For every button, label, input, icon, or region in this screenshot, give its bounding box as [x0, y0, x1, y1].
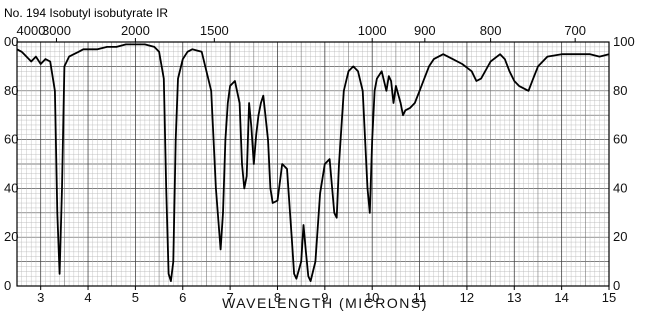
- x-tick-label: 8: [274, 290, 281, 305]
- left-tick-label: 0: [4, 278, 11, 293]
- left-tick-label: 00: [4, 34, 18, 49]
- top-tick-label: 700: [564, 23, 586, 38]
- top-tick-label: 2000: [121, 23, 150, 38]
- right-tick-label: 40: [613, 180, 627, 195]
- x-tick-label: 6: [179, 290, 186, 305]
- spectrum-line: [16, 43, 610, 282]
- right-y-axis: 100 80 60 40 20 0: [613, 34, 635, 293]
- top-tick-label: 1500: [200, 23, 229, 38]
- x-tick-label: 5: [132, 290, 139, 305]
- left-y-axis: 00 80 60 40 20 0: [4, 34, 18, 293]
- top-tick-label: 4000: [17, 23, 46, 38]
- x-axis-microns: 3 4 5 6 7 8 9 10 11 12 13 14 15: [37, 286, 616, 305]
- top-tick-label: 800: [480, 23, 502, 38]
- right-tick-label: 60: [613, 132, 627, 147]
- chart-grid: [16, 41, 610, 287]
- x-tick-label: 10: [365, 290, 379, 305]
- x-tick-label: 7: [227, 290, 234, 305]
- right-tick-label: 100: [613, 34, 635, 49]
- x-tick-label: 14: [554, 290, 568, 305]
- x-tick-label: 13: [507, 290, 521, 305]
- x-tick-label: 12: [460, 290, 474, 305]
- x-tick-label: 15: [602, 290, 616, 305]
- chart-title: No. 194 Isobutyl isobutyrate IR: [4, 6, 168, 20]
- right-tick-label: 80: [613, 83, 627, 98]
- x-tick-label: 4: [84, 290, 91, 305]
- x-tick-label: 3: [37, 290, 44, 305]
- left-tick-label: 20: [4, 229, 18, 244]
- x-tick-label: 9: [321, 290, 328, 305]
- top-tick-label: 900: [414, 23, 436, 38]
- left-tick-label: 40: [4, 180, 18, 195]
- right-tick-label: 20: [613, 229, 627, 244]
- right-tick-label: 0: [613, 278, 620, 293]
- top-tick-label: 3000: [42, 23, 71, 38]
- x-tick-label: 11: [413, 290, 427, 305]
- left-tick-label: 80: [4, 83, 18, 98]
- top-tick-label: 1000: [358, 23, 387, 38]
- plot-frame: [16, 41, 610, 287]
- left-tick-label: 60: [4, 132, 18, 147]
- x-axis-label: WAVELENGTH (MICRONS): [222, 295, 428, 311]
